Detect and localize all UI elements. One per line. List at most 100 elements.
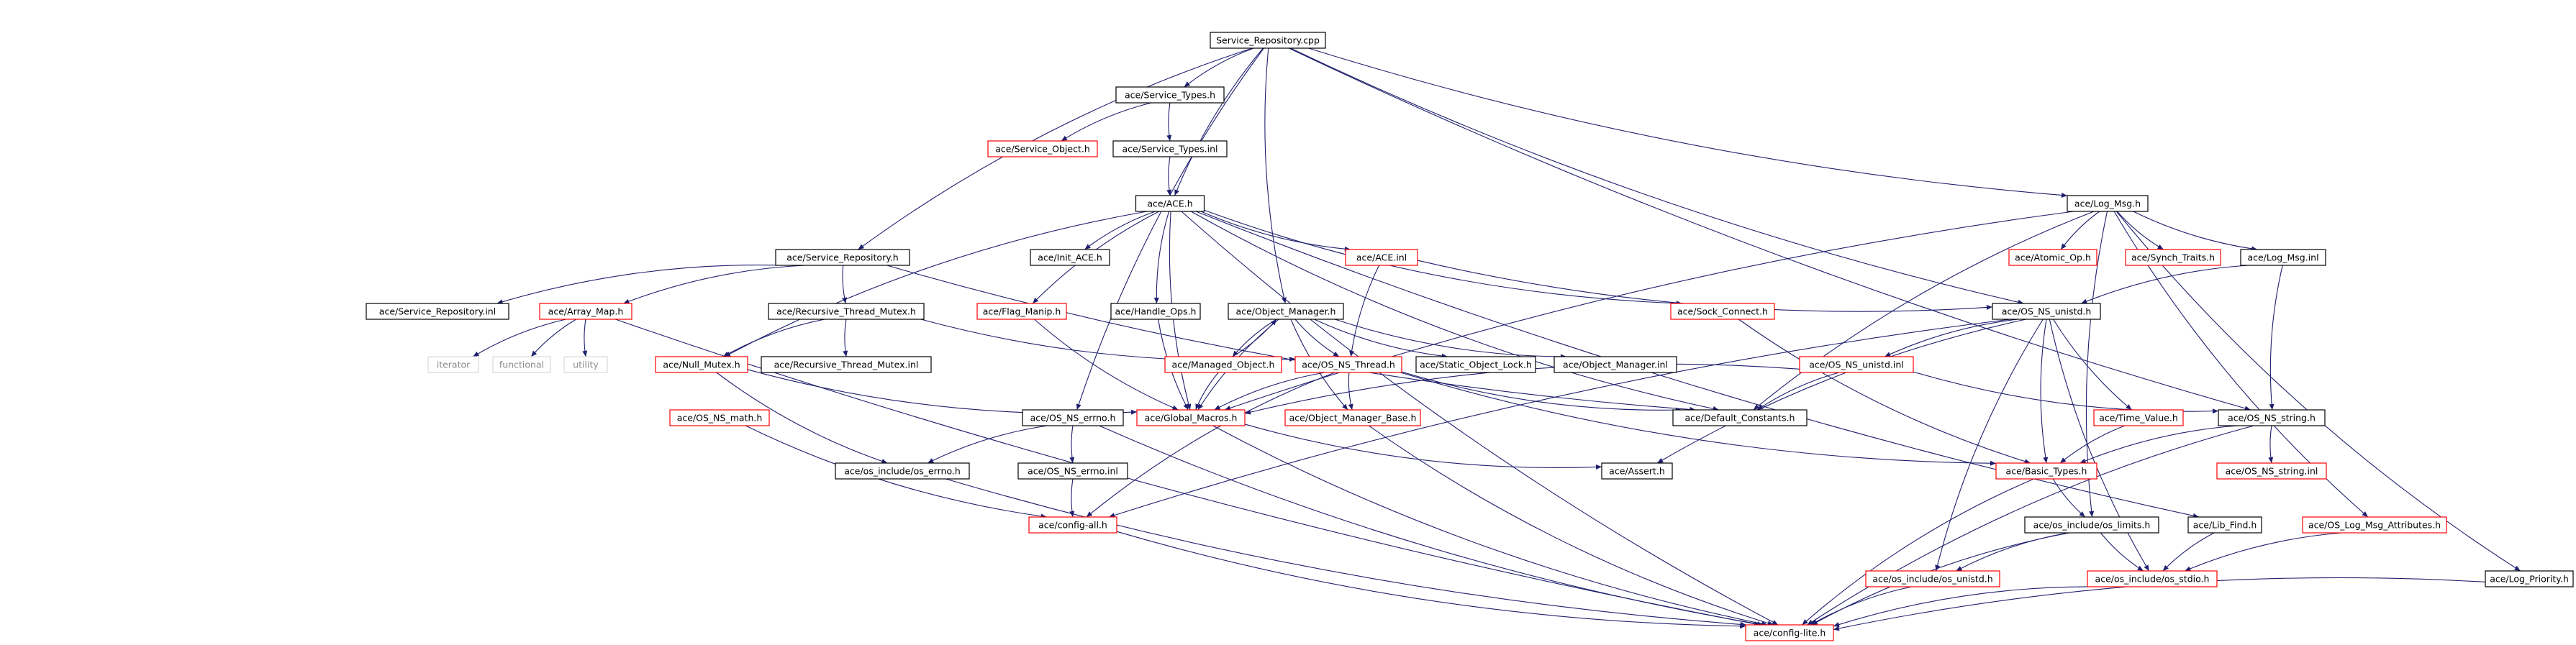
arrowhead-nsunistdinl-to-defconst <box>1757 404 1764 410</box>
node-ace-synch-traits-h[interactable]: ace/Synch_Traits.h <box>2125 249 2221 266</box>
arrowhead-stypes-to-sobj <box>1061 135 1068 141</box>
node-service-repository-cpp[interactable]: Service_Repository.cpp <box>1210 32 1326 49</box>
node-box <box>1028 516 1117 534</box>
node-ace-os-ns-errno-h[interactable]: ace/OS_NS_errno.h <box>1022 409 1124 426</box>
node-ace-managed-object-h[interactable]: ace/Managed_Object.h <box>1164 356 1282 373</box>
arrowhead-objmgr-to-managedobj <box>1232 350 1238 357</box>
node-box <box>427 356 479 373</box>
node-label: ace/Object_Manager.h <box>1236 306 1336 317</box>
node-ace-flag-manip-h[interactable]: ace/Flag_Manip.h <box>976 303 1067 320</box>
node-ace-time-value-h[interactable]: ace/Time_Value.h <box>2093 409 2184 426</box>
node-label: ace/Sock_Connect.h <box>1677 306 1768 317</box>
node-label: ace/Init_ACE.h <box>1038 252 1102 263</box>
node-label: ace/Array_Map.h <box>548 306 624 317</box>
node-box <box>1745 624 1834 641</box>
node-ace-service-object-h[interactable]: ace/Service_Object.h <box>987 140 1098 157</box>
arrowhead-ace-to-initace <box>1084 244 1091 250</box>
arrowhead-nserrno-to-nserrnoinl <box>1069 457 1075 463</box>
node-ace-os-ns-thread-h[interactable]: ace/OS_NS_Thread.h <box>1294 356 1402 373</box>
edge-nsstring-to-basictypes <box>2080 425 2239 464</box>
edge-nsunistd-to-timevalue <box>2053 319 2132 411</box>
node-ace-sock-connect-h[interactable]: ace/Sock_Connect.h <box>1670 303 1775 320</box>
node-ace-init-ace-h[interactable]: ace/Init_ACE.h <box>1030 249 1110 266</box>
node-ace-os-include-os-unistd-h[interactable]: ace/os_include/os_unistd.h <box>1865 570 2000 587</box>
edge-flagmanip-to-globalmacros <box>1034 319 1179 411</box>
node-ace-object-manager-inl[interactable]: ace/Object_Manager.inl <box>1554 356 1677 373</box>
node-ace-service-types-h[interactable]: ace/Service_Types.h <box>1115 86 1225 104</box>
node-ace-os-ns-unistd-inl[interactable]: ace/OS_NS_unistd.inl <box>1799 356 1914 373</box>
node-ace-atomic-op-h[interactable]: ace/Atomic_Op.h <box>2008 249 2097 266</box>
node-box <box>2024 516 2159 534</box>
edge-srepo-to-defconst <box>886 265 1696 411</box>
arrowhead-managedobj-to-objmgr <box>1271 319 1277 326</box>
node-box <box>539 303 632 320</box>
node-ace-os-ns-unistd-h[interactable]: ace/OS_NS_unistd.h <box>1992 303 2101 320</box>
node-ace-handle-ops-h[interactable]: ace/Handle_Ops.h <box>1110 303 1201 320</box>
arrowhead-nsunistd-to-osunistd <box>1935 564 1940 571</box>
node-ace-lib-find-h[interactable]: ace/Lib_Find.h <box>2187 516 2262 534</box>
node-ace-service-repository-h[interactable]: ace/Service_Repository.h <box>775 249 910 266</box>
edge-nsunistd-to-assert <box>1656 319 2026 464</box>
node-ace-config-all-h[interactable]: ace/config-all.h <box>1028 516 1117 534</box>
edge-ace-to-defconst <box>1190 211 1719 411</box>
node-box <box>2125 249 2221 266</box>
node-ace-log-msg-h[interactable]: ace/Log_Msg.h <box>2067 195 2149 212</box>
node-ace-log-priority-h[interactable]: ace/Log_Priority.h <box>2485 570 2574 587</box>
node-label: ace/OS_NS_math.h <box>677 413 763 424</box>
edge-nsthread-to-defconst <box>1401 371 1682 411</box>
edges-layer <box>473 47 2521 631</box>
arrowhead-nsthread-to-globalmacros <box>1214 405 1221 410</box>
arrowhead-nsstring-to-basictypes <box>2080 458 2087 464</box>
arrowhead-logmsg-to-oslimits <box>2089 511 2095 517</box>
arrowhead-configall-to-configlite <box>1739 623 1746 629</box>
node-ace-os-ns-string-h[interactable]: ace/OS_NS_string.h <box>2218 409 2326 426</box>
edge-root-to-ace <box>1174 47 1264 196</box>
node-label: ace/Global_Macros.h <box>1145 413 1238 424</box>
arrowhead-arraymap-to-functional <box>531 350 538 357</box>
node-ace-array-map-h[interactable]: ace/Array_Map.h <box>539 303 632 320</box>
node-ace-service-types-inl[interactable]: ace/Service_Types.inl <box>1112 140 1228 157</box>
node-box <box>761 356 932 373</box>
arrowhead-arraymap-to-utility <box>582 350 588 357</box>
node-ace-os-include-os-errno-h[interactable]: ace/os_include/os_errno.h <box>835 462 970 480</box>
arrowhead-objmgr-to-nsthread <box>1333 351 1340 357</box>
node-box <box>1601 462 1673 480</box>
node-ace-log-msg-inl[interactable]: ace/Log_Msg.inl <box>2240 249 2326 266</box>
node-ace-os-log-msg-attributes-h[interactable]: ace/OS_Log_Msg_Attributes.h <box>2302 516 2447 534</box>
node-ace-recursive-thread-mutex-h[interactable]: ace/Recursive_Thread_Mutex.h <box>768 303 925 320</box>
arrowhead-objmgr-to-objmgrbase <box>1342 403 1348 410</box>
node-box <box>987 140 1098 157</box>
node-ace-assert-h[interactable]: ace/Assert.h <box>1601 462 1673 480</box>
node-label: ace/os_include/os_stdio.h <box>2095 574 2210 585</box>
arrowhead-handleops-to-globalmacros <box>1183 403 1189 410</box>
node-ace-basic-types-h[interactable]: ace/Basic_Types.h <box>1995 462 2097 480</box>
node-box <box>1115 86 1225 104</box>
node-ace-os-ns-errno-inl[interactable]: ace/OS_NS_errno.inl <box>1017 462 1128 480</box>
node-box <box>1164 356 1282 373</box>
node-ace-object-manager-base-h[interactable]: ace/Object_Manager_Base.h <box>1284 409 1421 426</box>
node-ace-os-ns-string-inl[interactable]: ace/OS_NS_string.inl <box>2216 462 2327 480</box>
node-box <box>1995 462 2097 480</box>
node-ace-config-lite-h[interactable]: ace/config-lite.h <box>1745 624 1834 641</box>
node-ace-recursive-thread-mutex-inl[interactable]: ace/Recursive_Thread_Mutex.inl <box>761 356 932 373</box>
edge-logmsg-to-defconst <box>1753 211 2095 411</box>
edge-arraymap-to-iterator <box>473 319 566 357</box>
node-ace-static-object-lock-h[interactable]: ace/Static_Object_Lock.h <box>1415 356 1536 373</box>
edge-logmsginl-to-nsstring <box>2269 265 2283 411</box>
arrowhead-osunistd-to-configlite <box>1810 619 1817 625</box>
node-box <box>1554 356 1677 373</box>
node-ace-os-include-os-limits-h[interactable]: ace/os_include/os_limits.h <box>2024 516 2159 534</box>
node-ace-null-mutex-h[interactable]: ace/Null_Mutex.h <box>655 356 748 373</box>
arrowhead-stypes-to-stypesinl <box>1166 134 1172 141</box>
edge-oslimits-to-osstdio <box>2100 532 2144 572</box>
node-ace-ace-h[interactable]: ace/ACE.h <box>1135 195 1205 212</box>
node-ace-service-repository-inl[interactable]: ace/Service_Repository.inl <box>366 303 509 320</box>
node-ace-os-ns-math-h[interactable]: ace/OS_NS_math.h <box>669 409 770 426</box>
node-ace-global-macros-h[interactable]: ace/Global_Macros.h <box>1136 409 1246 426</box>
arrowhead-libfind-to-osstdio <box>2162 564 2169 571</box>
edge-root-to-nsstring <box>1288 47 2251 411</box>
node-ace-ace-inl[interactable]: ace/ACE.inl <box>1345 249 1418 266</box>
node-ace-os-include-os-stdio-h[interactable]: ace/os_include/os_stdio.h <box>2087 570 2218 587</box>
node-ace-object-manager-h[interactable]: ace/Object_Manager.h <box>1228 303 1344 320</box>
node-ace-default-constants-h[interactable]: ace/Default_Constants.h <box>1672 409 1808 426</box>
